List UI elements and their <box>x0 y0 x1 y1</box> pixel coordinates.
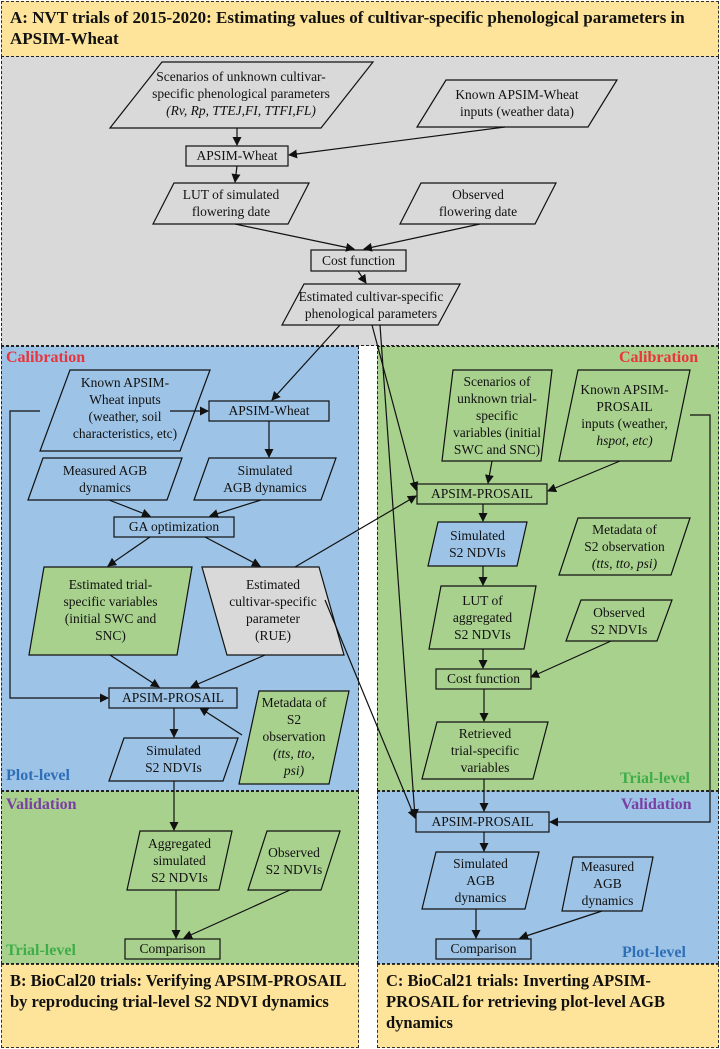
c-meta-shape <box>558 517 691 576</box>
a-cost-label: Cost function <box>321 253 396 268</box>
a-scenarios-text: Scenarios of unknown cultivar-specific p… <box>152 69 330 118</box>
a-estimated-shape <box>280 283 462 326</box>
b-est-trial-text: Estimated trial-specific variables(initi… <box>63 577 158 643</box>
c-sim-ndvi-shape <box>427 521 528 567</box>
c-validation-label: Validation <box>621 796 692 813</box>
a-known-shape <box>415 79 619 128</box>
c-apsim-prosail-2-label: APSIM-PROSAIL <box>431 814 534 829</box>
b-ga-box <box>113 516 235 538</box>
b-measured-shape <box>27 457 183 501</box>
b-apsim-prosail-box <box>108 687 238 709</box>
b-validation-label: Validation <box>6 796 77 813</box>
b-calibration-label: Calibration <box>6 349 86 366</box>
panel-b-title: B: BioCal20 trials: Verifying APSIM-PROS… <box>1 964 359 1048</box>
c-scenarios-shape <box>441 369 553 462</box>
c-trial-level-label: Trial-level <box>620 770 690 787</box>
c-apsim-prosail-label: APSIM-PROSAIL <box>430 486 534 501</box>
c-retrieved-shape <box>421 721 549 780</box>
c-lut-shape <box>428 585 537 650</box>
b-meta-shape <box>238 690 350 785</box>
b-comparison-box <box>124 938 221 960</box>
b-trial-level-label: Trial-level <box>6 942 76 959</box>
c-cost-label: Cost function <box>446 671 521 686</box>
b-known-shape <box>39 369 211 452</box>
c-sim-agb-shape <box>421 851 540 910</box>
b-est-trial-shape <box>28 566 193 656</box>
b-apsim-wheat-label: APSIM-Wheat <box>228 403 310 418</box>
c-calibration-label: Calibration <box>619 349 699 366</box>
b-apsim-prosail-label: APSIM-PROSAIL <box>121 690 225 705</box>
b-sim-ndvi-shape <box>108 737 239 782</box>
c-obs-shape <box>565 599 673 642</box>
a-observed-shape <box>399 182 557 225</box>
a-scenarios-shape <box>108 61 375 129</box>
c-plot-level-label: Plot-level <box>622 944 686 961</box>
c-comparison-label: Comparison <box>450 941 517 956</box>
a-apsim-wheat-label: APSIM-Wheat <box>196 148 278 163</box>
b-simulated-shape <box>193 457 337 501</box>
c-known-shape <box>558 369 691 462</box>
c-comparison-box <box>435 938 532 960</box>
c-apsim-prosail-box <box>416 483 548 505</box>
b-agg-shape <box>126 830 233 891</box>
panel-c-title: C: BioCal21 trials: Inverting APSIM-PROS… <box>377 964 719 1048</box>
b-plot-level-label: Plot-level <box>6 767 70 784</box>
b-ga-label: GA optimization <box>128 519 220 534</box>
b-obs-ndvi-shape <box>247 830 341 891</box>
b-est-cult-shape <box>201 566 345 656</box>
a-lut-shape <box>152 182 310 225</box>
panel-a-title: A: NVT trials of 2015-2020: Estimating v… <box>1 1 719 57</box>
b-comparison-label: Comparison <box>139 941 206 956</box>
c-meas-agb-shape <box>561 856 654 912</box>
